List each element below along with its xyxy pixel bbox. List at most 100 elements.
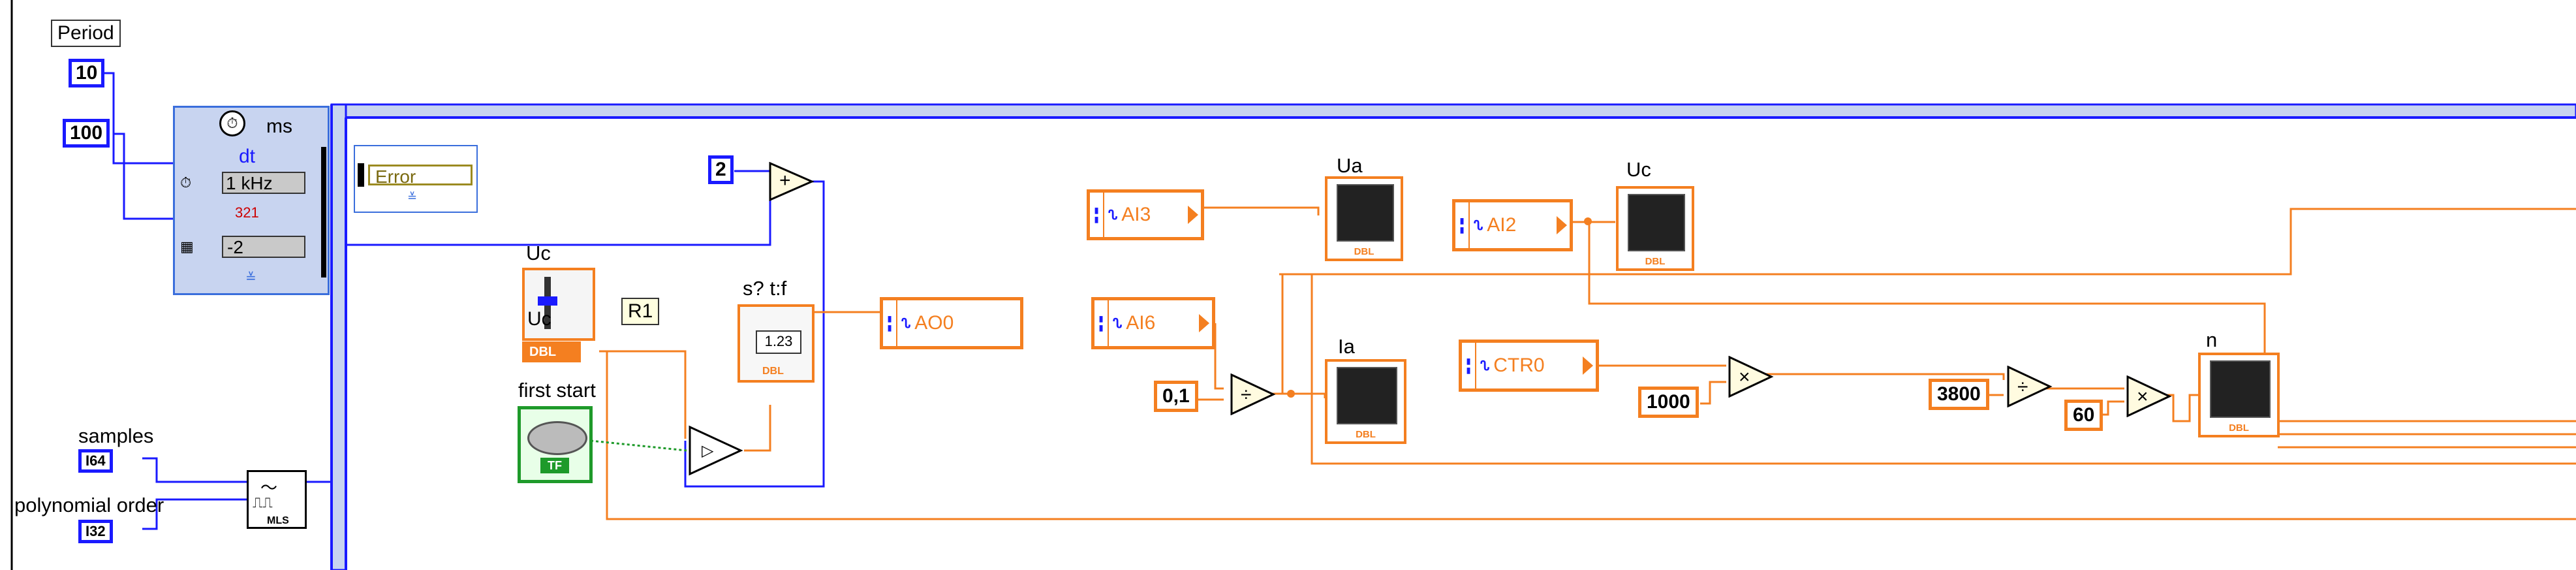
samples-control[interactable]: I64 [78, 449, 113, 473]
timed-loop-config[interactable]: ⏱ ms dt ⏱ 1 kHz 321 ▦ -2 ≚ [173, 106, 330, 295]
thousand-constant[interactable]: 1000 [1638, 387, 1699, 418]
ia-title: Ia [1338, 335, 1355, 358]
select-node[interactable]: ▷ [689, 424, 744, 477]
poly-order-control[interactable]: I32 [78, 520, 113, 543]
graph-screen [1337, 367, 1397, 424]
svg-text:+: + [779, 170, 791, 191]
arrow-icon [1557, 216, 1567, 234]
arrow-icon [1583, 356, 1593, 375]
wave-icon: ᔐ [1474, 218, 1483, 233]
arrow-icon [1199, 314, 1209, 332]
svg-text:×: × [2137, 386, 2149, 407]
ia-dbl: DBL [1356, 429, 1376, 440]
ai3-label: AI3 [1121, 204, 1151, 225]
uc-slider-control[interactable]: Uc [522, 268, 595, 341]
graph-screen [1628, 194, 1685, 251]
chip-icon: ▦ [180, 238, 194, 255]
ai2-label: AI2 [1487, 214, 1517, 236]
uc-dbl-terminal[interactable]: DBL [522, 341, 581, 362]
ao0-label: AO0 [914, 312, 954, 334]
ctr0-label: CTR0 [1493, 355, 1545, 376]
ai6-label: AI6 [1126, 312, 1156, 334]
divide-node-2[interactable]: ÷ [2007, 365, 2053, 408]
ua-title: Ua [1337, 154, 1363, 177]
add-node[interactable]: + [769, 161, 815, 202]
uc-inner-label: Uc [527, 308, 551, 330]
three-eight-constant[interactable]: 3800 [1929, 379, 1989, 410]
toggle-oval [527, 421, 587, 455]
wave-icon: 〜 [260, 478, 278, 498]
uc-dbl: DBL [1645, 256, 1666, 267]
wave-icon: ᔐ [1113, 316, 1123, 331]
first-start-button[interactable]: TF [518, 406, 593, 483]
graph-screen [1337, 184, 1394, 242]
ua-dbl: DBL [1354, 246, 1374, 257]
io-terminal: ▮▮ [1090, 193, 1104, 237]
uc-title: Uc [526, 242, 551, 264]
square-wave-icon: ⎍⎍ [253, 494, 273, 511]
svg-text:÷: ÷ [1241, 384, 1251, 405]
uc-graph[interactable]: DBL [1616, 186, 1694, 271]
multiply-node-2[interactable]: × [2126, 375, 2172, 418]
mls-label: MLS [267, 515, 289, 526]
order-label: 321 [235, 204, 259, 221]
wave-icon: ᔐ [901, 316, 911, 331]
freq-box[interactable]: 1 kHz [222, 172, 305, 194]
error-chevron-icon[interactable]: ≚ [407, 191, 418, 204]
mls-node[interactable]: 〜 ⎍⎍ MLS [247, 470, 307, 529]
indicator-dbl: DBL [762, 366, 784, 377]
freq-clock-icon: ⏱ [180, 174, 192, 191]
indicator-value: 1.23 [756, 330, 801, 354]
zero-one-constant[interactable]: 0,1 [1154, 381, 1198, 412]
n-title: n [2206, 328, 2218, 351]
clock-icon: ⏱ [219, 110, 245, 136]
svg-text:▷: ▷ [702, 442, 714, 460]
select-title: s? t:f [743, 277, 787, 300]
period-constant[interactable]: 10 [69, 59, 105, 87]
ua-graph[interactable]: DBL [1325, 176, 1403, 261]
graph-screen [2210, 360, 2271, 418]
samples-label: samples [78, 424, 154, 447]
wire-junction [1584, 217, 1592, 225]
loop-unit: ms [266, 116, 292, 137]
hundred-constant[interactable]: 100 [63, 119, 110, 148]
wave-icon: ᔐ [1480, 358, 1490, 373]
period-label: Period [51, 20, 121, 47]
n-graph[interactable]: DBL [2198, 353, 2280, 437]
multiply-node-1[interactable]: × [1728, 355, 1774, 398]
two-constant[interactable]: 2 [708, 155, 734, 184]
sixty-constant[interactable]: 60 [2064, 400, 2103, 431]
wave-icon: ᔐ [1108, 208, 1118, 223]
r1-label: R1 [621, 298, 660, 325]
expand-chevron-icon[interactable]: ≚ [245, 271, 256, 285]
n-dbl: DBL [2229, 422, 2249, 434]
uc-graph-title: Uc [1626, 158, 1651, 181]
ai2-channel[interactable]: ▮▮ ᔐ AI2 [1452, 199, 1573, 251]
loop-divider [321, 147, 326, 277]
dt-label: dt [239, 146, 256, 167]
io-terminal: ▮▮ [1094, 300, 1109, 346]
wire-junction [1287, 390, 1295, 398]
arrow-icon [1188, 206, 1198, 224]
poly-order-label: polynomial order [14, 494, 164, 516]
io-terminal: ▮▮ [1455, 202, 1470, 248]
svg-text:÷: ÷ [2017, 376, 2028, 398]
ia-graph[interactable]: DBL [1325, 359, 1406, 444]
numeric-indicator[interactable]: 1.23 DBL [737, 304, 815, 383]
error-cluster[interactable]: Error ≚ [354, 145, 478, 213]
divide-node[interactable]: ÷ [1230, 373, 1276, 416]
slider-knob [538, 296, 557, 306]
first-start-label: first start [518, 379, 596, 402]
error-label: Error [368, 165, 473, 187]
error-bar [358, 163, 364, 187]
svg-text:×: × [1739, 366, 1750, 388]
tf-label: TF [540, 458, 569, 473]
priority-box[interactable]: -2 [222, 236, 305, 258]
io-terminal: ▮▮ [883, 300, 897, 346]
io-terminal: ▮▮ [1462, 343, 1476, 388]
